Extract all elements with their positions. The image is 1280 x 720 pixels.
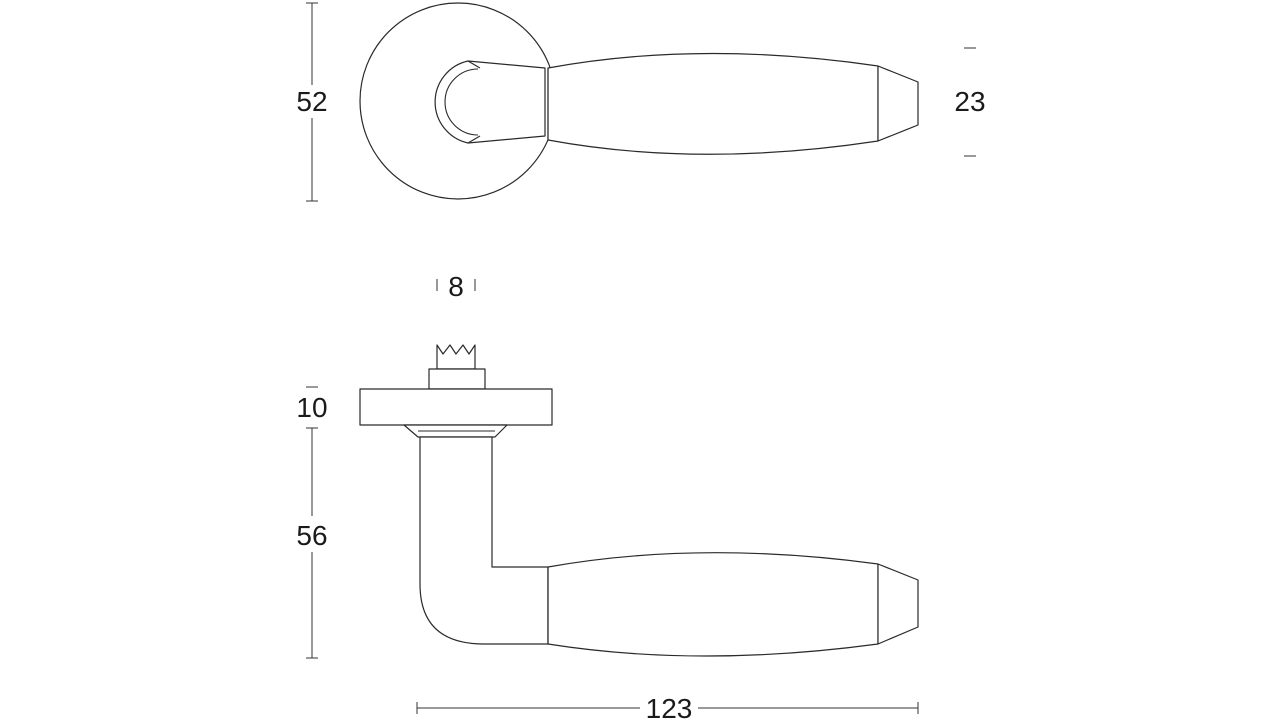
top-view: 52 23 [296,2,986,202]
top-view-neck-inner-ring [444,68,479,136]
dimension-label-rose-diameter: 52 [296,86,327,117]
dimension-rose-diameter: 52 [296,2,328,202]
dimension-label-rose-height: 10 [296,392,327,423]
side-view-spindle [436,344,476,370]
top-view-neck-edge-bottom [467,135,481,144]
top-view-neck-edge [467,60,481,69]
dimension-lever-length: 123 [416,693,919,720]
side-view-grip [547,552,879,657]
side-view-grip-tip [877,563,919,645]
dimension-label-grip-thickness: 23 [954,86,985,117]
dimension-label-lever-length: 123 [646,693,693,720]
dimension-label-lever-height: 56 [296,520,327,551]
dimension-label-spindle-width: 8 [448,271,464,302]
side-view: 8 10 56 123 [296,271,919,720]
dimension-spindle-width: 8 [436,271,476,302]
top-view-neck [434,60,546,144]
dimension-grip-thickness: 23 [954,47,986,157]
side-view-shank [419,436,549,645]
side-view-spindle-washer [428,368,486,390]
side-view-rose-plate [359,388,553,426]
dimension-rose-height: 10 [296,386,328,423]
top-view-grip-tip [877,65,919,142]
dimension-lever-height: 56 [296,427,328,659]
top-view-grip [547,52,879,155]
